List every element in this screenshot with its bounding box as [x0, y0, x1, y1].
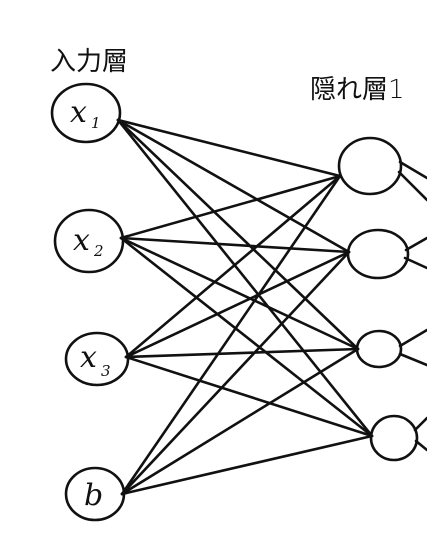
- input-node-bias: b: [64, 466, 126, 522]
- node-base-label: x: [80, 340, 97, 375]
- edge-x2-h3: [119, 236, 360, 351]
- node-subscript: 2: [93, 242, 104, 260]
- node-circle: [53, 208, 125, 274]
- input-layer-title: 入力層: [50, 47, 128, 77]
- edge-b-h1: [120, 174, 342, 496]
- edge-b-h4: [120, 434, 374, 496]
- edge-x1-h4: [116, 118, 374, 438]
- input-node-x3: x 3: [64, 331, 130, 387]
- node-base-label: b: [84, 478, 103, 513]
- node-base-label: x: [73, 223, 90, 258]
- edge-x2-h2: [119, 236, 351, 254]
- edge-x3-h1: [124, 174, 342, 359]
- out-edge-h3-1: [398, 352, 427, 367]
- hidden-node-2: [346, 228, 410, 280]
- connections: [116, 118, 374, 496]
- out-edge-h2-1: [403, 256, 427, 270]
- node-circle: [337, 136, 403, 196]
- edge-x1-h2: [116, 118, 351, 254]
- edge-x3-h3: [124, 347, 360, 359]
- edge-x1-h3: [116, 118, 360, 351]
- hidden-node-4: [369, 414, 419, 462]
- edge-b-h2: [120, 250, 351, 496]
- node-circle: [64, 331, 130, 387]
- outgoing-connections: [397, 160, 427, 452]
- edge-x2-h1: [119, 174, 342, 240]
- out-edge-h1-1: [397, 170, 427, 202]
- node-base-label: x: [70, 95, 87, 130]
- node-circle: [369, 414, 419, 462]
- node-circle: [64, 466, 126, 522]
- input-node-x2: x 2: [53, 208, 125, 274]
- out-edge-h4-0: [413, 416, 427, 432]
- node-subscript: 1: [91, 114, 101, 132]
- hidden-node-3: [355, 329, 403, 369]
- out-edge-h2-0: [404, 236, 427, 252]
- node-circle: [346, 228, 410, 280]
- input-node-x1: x 1: [50, 82, 122, 144]
- node-circle: [50, 82, 122, 144]
- out-edge-h3-0: [398, 328, 427, 348]
- edge-b-h3: [120, 347, 360, 496]
- hidden-layer-title: 隠れ層1: [310, 75, 405, 105]
- node-subscript: 3: [101, 362, 111, 380]
- edge-x3-h2: [124, 250, 351, 359]
- out-edge-h1-0: [398, 160, 427, 180]
- edge-x1-h1: [116, 118, 342, 178]
- edge-x2-h4: [119, 236, 374, 438]
- node-circle: [355, 329, 403, 369]
- hidden-node-1: [337, 136, 403, 196]
- edge-x3-h4: [124, 355, 374, 438]
